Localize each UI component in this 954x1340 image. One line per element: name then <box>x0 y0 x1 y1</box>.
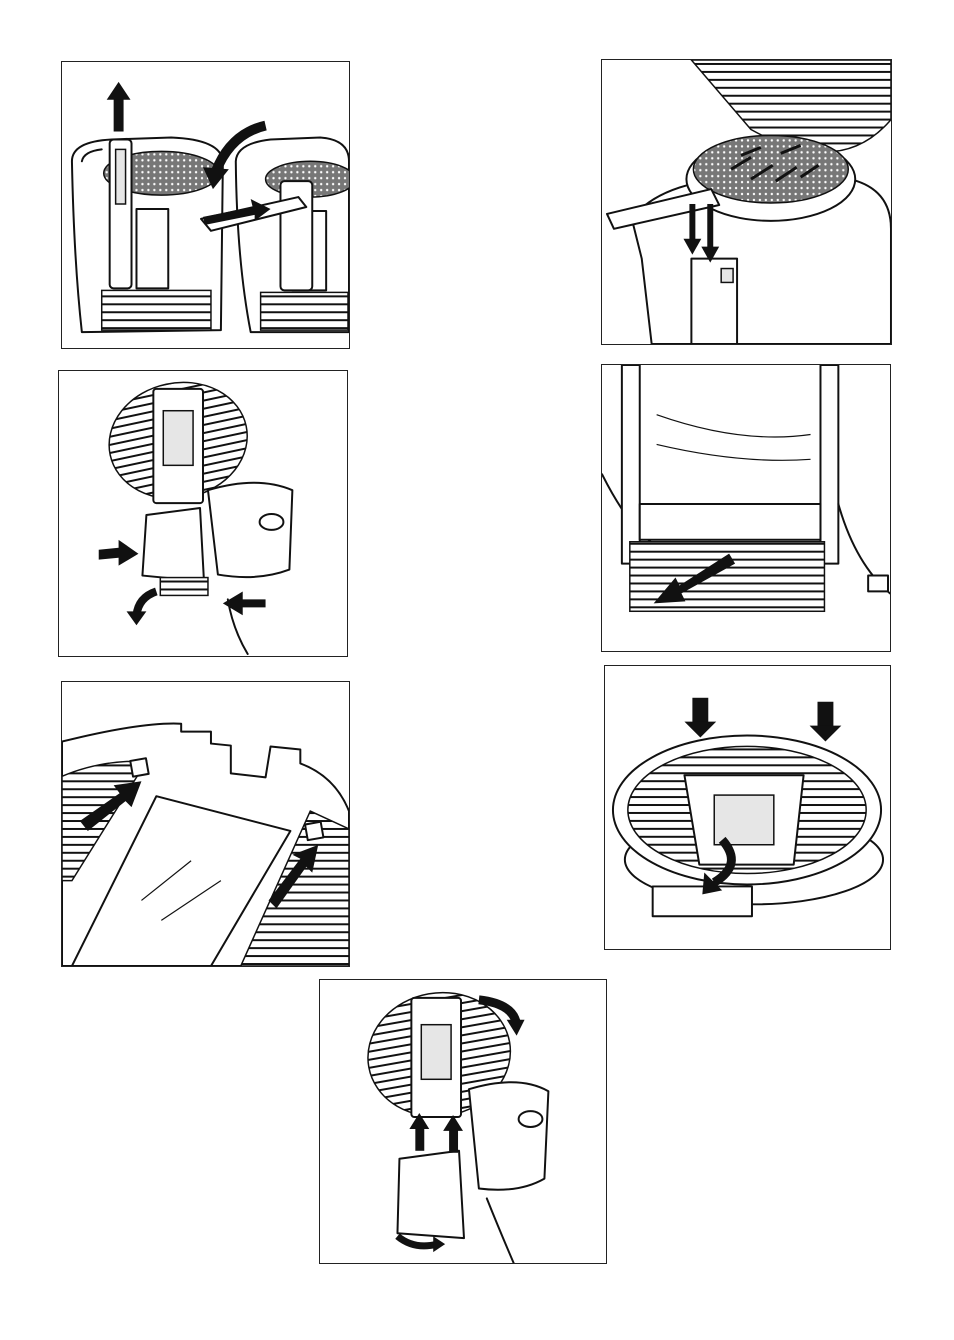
arrow-left-icon <box>223 591 266 615</box>
figure-3 <box>58 370 348 657</box>
figure-5-illustration <box>62 682 349 966</box>
figure-1-illustration <box>62 62 349 348</box>
arrow-up-icon <box>409 1113 463 1153</box>
figure-3-illustration <box>59 371 347 656</box>
figure-4 <box>601 364 891 652</box>
figure-7 <box>319 979 607 1264</box>
curved-arrow-icon <box>127 591 157 625</box>
figure-7-illustration <box>320 980 606 1263</box>
figure-6 <box>604 665 891 950</box>
figure-6-illustration <box>605 666 890 949</box>
figure-5 <box>61 681 350 967</box>
figure-2-illustration <box>602 60 891 344</box>
figure-2 <box>601 59 892 345</box>
arrow-right-icon <box>99 540 139 566</box>
arrow-up-icon <box>107 82 131 132</box>
arrow-down-icon <box>684 698 841 742</box>
figure-1 <box>61 61 350 349</box>
figure-4-illustration <box>602 365 890 651</box>
